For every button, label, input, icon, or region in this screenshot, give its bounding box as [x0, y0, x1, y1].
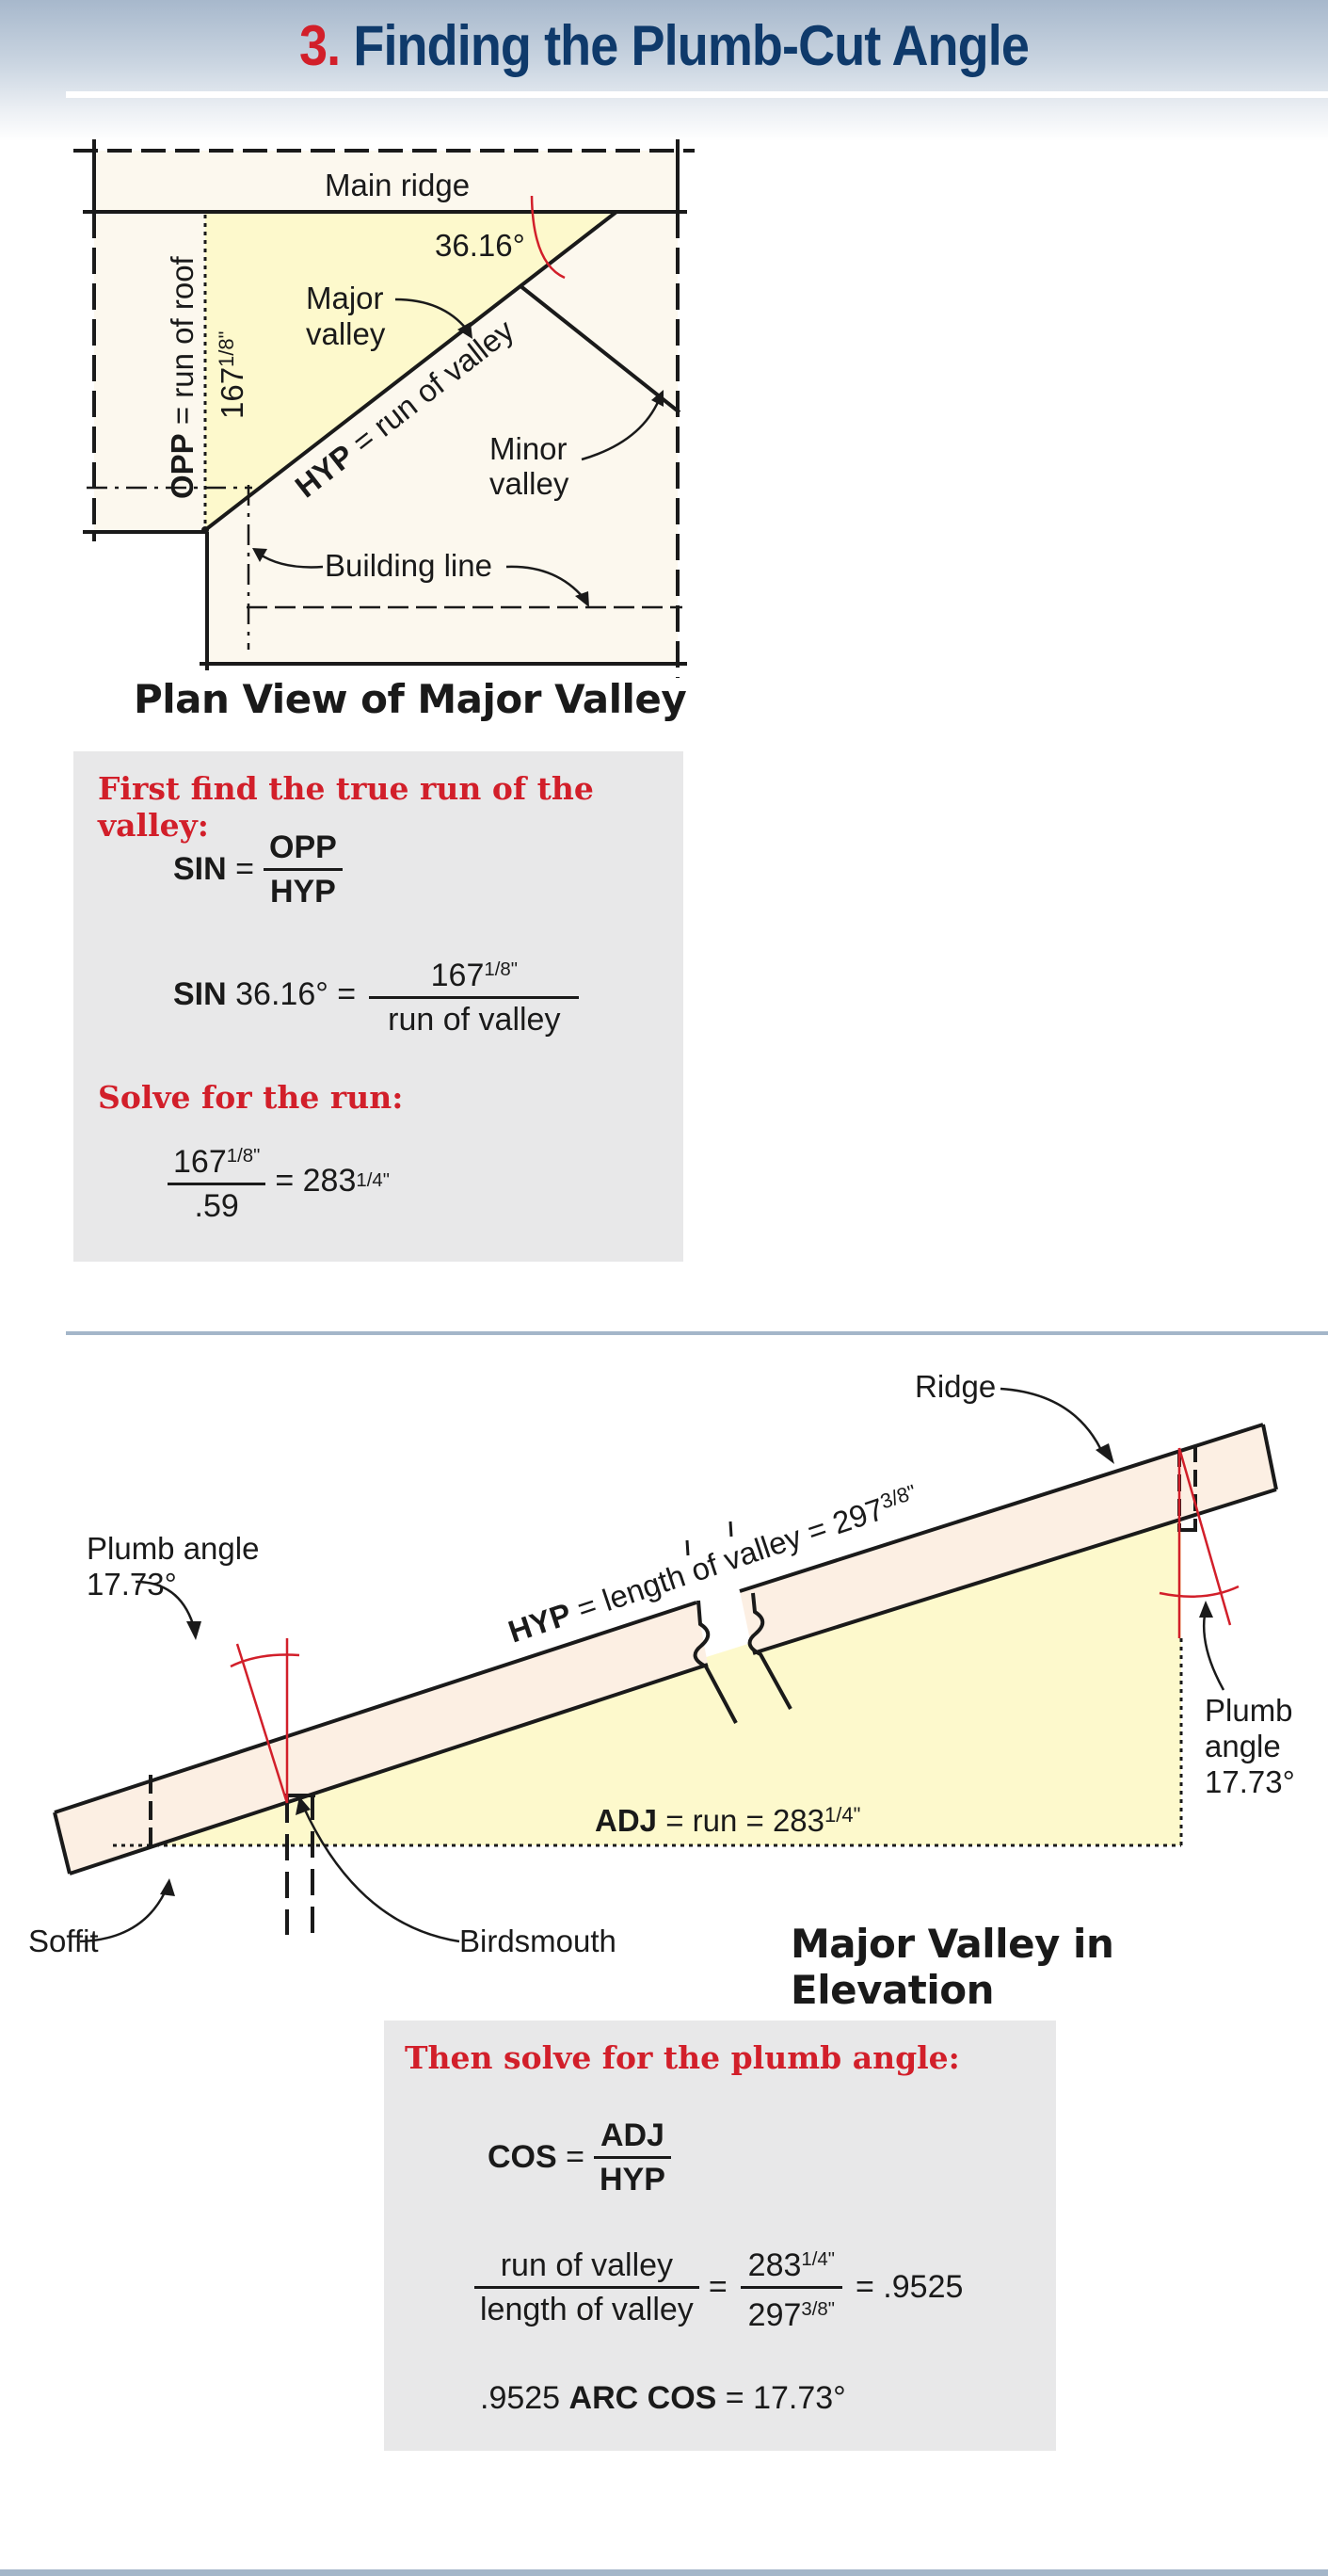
arrow-icon [160, 1878, 175, 1896]
formula-box-plumb: Then solve for the plumb angle: COS = AD… [384, 2021, 1056, 2451]
arrow-icon [1199, 1601, 1213, 1618]
break-symbol-icon [693, 1600, 738, 1724]
opp-value-label: 1671/8" [215, 331, 249, 419]
plan-view-caption: Plan View of Major Valley [134, 676, 687, 722]
break-symbol-icon [747, 1592, 792, 1710]
formula-box-run: First find the true run of the valley: S… [73, 751, 683, 1262]
page-title: 3. Finding the Plumb-Cut Angle [67, 13, 1262, 78]
header-band [0, 0, 1328, 141]
angle-arc-icon [530, 195, 566, 280]
major-valley-label-line1: Major [306, 281, 384, 315]
arrow-icon [252, 548, 267, 562]
angle-arc-icon [230, 1653, 300, 1668]
bottom-divider [0, 2569, 1328, 2576]
title-text: Finding the Plumb-Cut Angle [353, 14, 1029, 77]
heading-plumb-angle: Then solve for the plumb angle: [405, 2039, 960, 2076]
arrow-icon [575, 591, 589, 607]
angle-label: 36.16° [435, 228, 525, 263]
building-line-label: Building line [325, 548, 492, 583]
main-ridge-label: Main ridge [325, 168, 470, 202]
birdsmouth-label: Birdsmouth [459, 1924, 616, 1958]
plumb-angle-right-line3: 17.73° [1205, 1764, 1295, 1799]
plumb-angle-left-line2: 17.73° [87, 1567, 177, 1602]
arccos-result: .9525 ARC COS = 17.73° [480, 2380, 846, 2416]
section-number: 3. [299, 14, 341, 77]
ridge-label: Ridge [915, 1369, 996, 1404]
arrow-icon [1096, 1443, 1114, 1464]
heading-solve-run: Solve for the run: [98, 1079, 404, 1116]
soffit-label: Soffit [28, 1924, 99, 1958]
arrow-icon [296, 1796, 311, 1815]
arrow-icon [651, 390, 664, 407]
elevation-caption: Major Valley in Elevation [791, 1921, 1114, 2013]
angle-arc-icon [1159, 1585, 1240, 1598]
arrow-icon [186, 1621, 201, 1640]
title-divider [66, 91, 1328, 98]
heading-find-run: First find the true run of the valley: [98, 770, 594, 844]
section-divider [66, 1331, 1328, 1335]
minor-valley-line [518, 283, 681, 414]
major-valley-label-line2: valley [306, 316, 386, 351]
adj-run-label: ADJ = run = 2831/4" [595, 1803, 860, 1838]
rafter-upper [740, 1425, 1276, 1653]
plan-view-diagram: Main ridge 36.16° Major valley Minor val… [73, 139, 695, 678]
plumb-angle-right-line2: angle [1205, 1729, 1281, 1763]
plumb-angle-left-line1: Plumb angle [87, 1531, 259, 1566]
opp-label: OPP = run of roof [165, 255, 200, 499]
plumb-angle-right-line1: Plumb [1205, 1693, 1293, 1728]
elevation-diagram: Ridge Plumb angle 17.73° Plumb angle 17.… [28, 1369, 1295, 1958]
arrow-icon [457, 322, 472, 339]
minor-valley-label-line1: Minor [489, 431, 568, 466]
sin-substitution: SIN 36.16° = 1671/8"run of valley [173, 949, 588, 1040]
minor-valley-label-line2: valley [489, 466, 569, 501]
rafter-lower [55, 1602, 708, 1874]
